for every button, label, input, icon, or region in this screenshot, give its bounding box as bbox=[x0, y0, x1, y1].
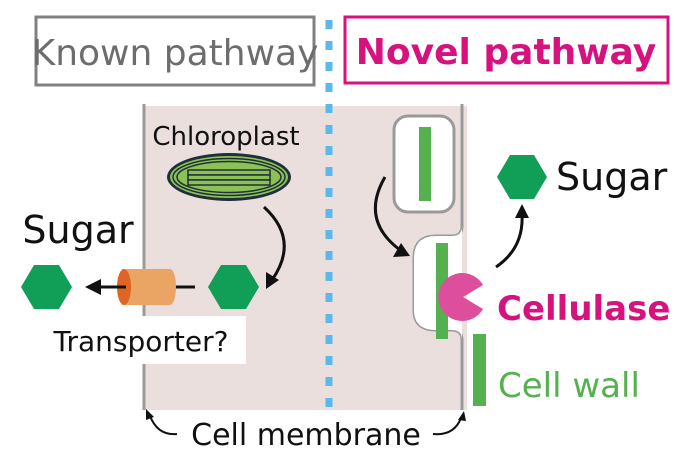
arrow-chloroplast-to-sugar bbox=[262, 205, 286, 281]
novel-pathway-title: Novel pathway bbox=[356, 32, 656, 73]
chloroplast-icon bbox=[167, 153, 291, 201]
cellulase-icon bbox=[438, 273, 483, 321]
transporter-icon bbox=[117, 269, 176, 305]
sugar-icon-left bbox=[21, 265, 72, 309]
cellulase-label: Cellulase bbox=[497, 289, 670, 329]
export-arrowhead bbox=[85, 279, 101, 295]
known-pathway-box bbox=[34, 15, 316, 87]
arrowhead bbox=[515, 204, 529, 218]
sugar-icon-inside bbox=[208, 265, 259, 309]
cell-wall bbox=[473, 334, 486, 406]
membrane-pointer-left bbox=[149, 415, 178, 436]
arrowhead bbox=[393, 243, 410, 257]
sugar-label-right: Sugar bbox=[556, 155, 668, 199]
novel-pathway-box bbox=[343, 15, 670, 85]
sugar-icon-right bbox=[497, 155, 547, 199]
cell-membrane-label: Cell membrane bbox=[191, 418, 421, 453]
cell-wall-label: Cell wall bbox=[498, 366, 640, 406]
transporter-label: Transporter? bbox=[53, 325, 229, 358]
arrowhead bbox=[458, 411, 466, 421]
known-pathway-title: Known pathway bbox=[32, 33, 319, 74]
arrowhead bbox=[146, 409, 154, 420]
sugar-label-left: Sugar bbox=[22, 208, 134, 252]
arrow-cellulase-to-sugar bbox=[495, 213, 524, 269]
arrowhead bbox=[266, 272, 279, 289]
membrane-pointer-right bbox=[432, 417, 462, 436]
transporter-label-bg bbox=[36, 316, 246, 364]
vesicle-cell-wall-material bbox=[419, 127, 431, 201]
arrow-vesicle-to-membrane bbox=[373, 176, 401, 252]
chloroplast-label: Chloroplast bbox=[152, 122, 299, 152]
